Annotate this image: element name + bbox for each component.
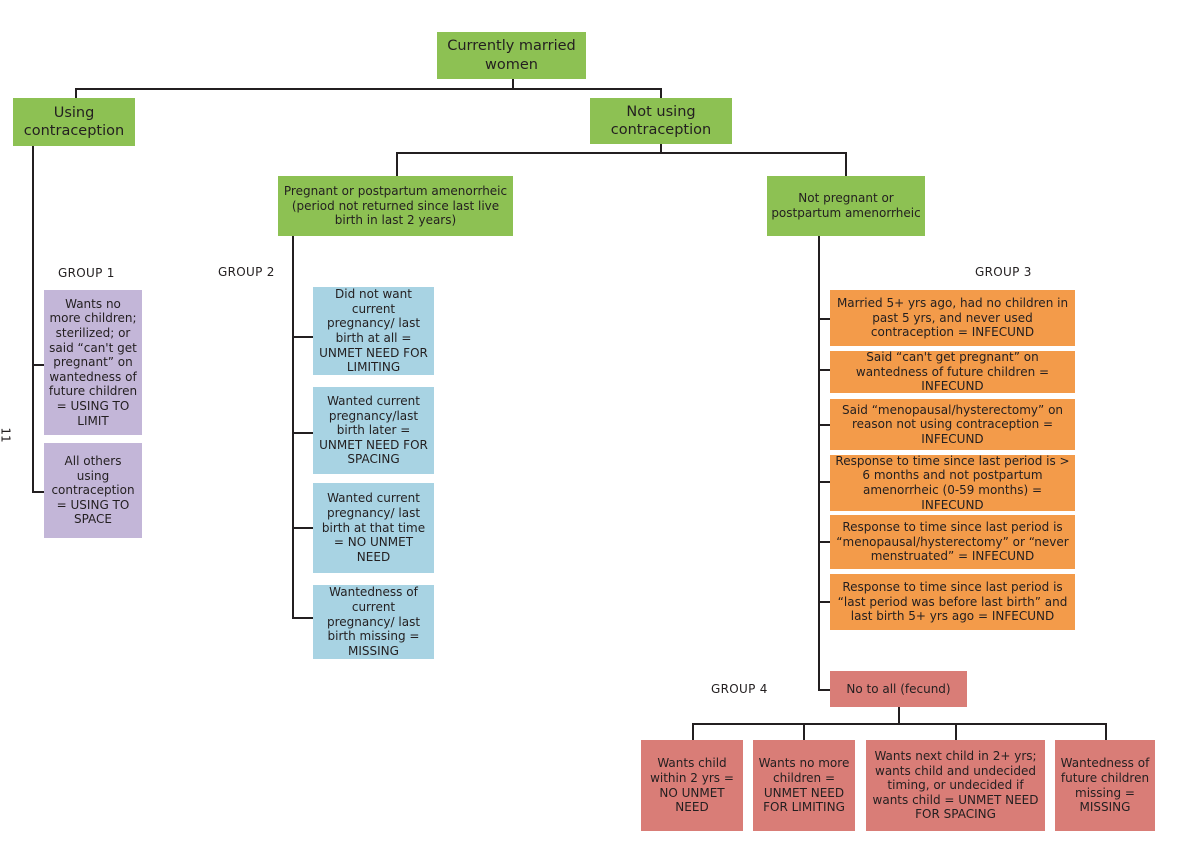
connector-line: [818, 481, 831, 483]
connector-line: [292, 236, 294, 618]
group1-using-to-limit: Wants no more children; sterilized; or s…: [44, 290, 142, 435]
connector-line: [692, 723, 1106, 725]
group3-infecund-last-birth: Response to time since last period is “l…: [830, 574, 1075, 630]
group2-missing: Wantedness of current pregnancy/ last bi…: [313, 585, 434, 659]
group2-no-unmet-need: Wanted current pregnancy/ last birth at …: [313, 483, 434, 573]
connector-line: [32, 491, 45, 493]
connector-line: [32, 146, 34, 492]
group4-unmet-limiting: Wants no more children = UNMET NEED FOR …: [753, 740, 855, 831]
group4-unmet-spacing: Wants next child in 2+ yrs; wants child …: [866, 740, 1045, 831]
group-2-label: GROUP 2: [218, 265, 275, 279]
group-4-label: GROUP 4: [711, 682, 768, 696]
page-number: 11: [0, 427, 13, 443]
group3-infecund-never-menstruated: Response to time since last period is “m…: [830, 515, 1075, 569]
fecund-node: No to all (fecund): [830, 671, 967, 707]
connector-line: [292, 432, 314, 434]
group3-infecund-period-6-months: Response to time since last period is > …: [830, 454, 1075, 512]
group3-infecund-no-children: Married 5+ yrs ago, had no children in p…: [830, 290, 1075, 346]
connector-line: [898, 707, 900, 724]
group1-using-to-space: All others using contraception = USING T…: [44, 443, 142, 538]
connector-line: [396, 152, 398, 176]
connector-line: [818, 369, 831, 371]
connector-line: [818, 541, 831, 543]
group4-missing: Wantedness of future children missing = …: [1055, 740, 1155, 831]
connector-line: [75, 88, 77, 98]
pregnant-node: Pregnant or postpartum amenorrheic (peri…: [278, 176, 513, 236]
connector-line: [803, 723, 805, 740]
group2-unmet-spacing: Wanted current pregnancy/last birth late…: [313, 387, 434, 474]
root-node: Currently married women: [437, 32, 586, 79]
connector-line: [660, 88, 662, 98]
connector-line: [75, 88, 661, 90]
connector-line: [660, 144, 662, 153]
group-3-label: GROUP 3: [975, 265, 1032, 279]
group-1-label: GROUP 1: [58, 266, 115, 280]
connector-line: [818, 236, 820, 690]
using-contraception-node: Using contraception: [13, 98, 135, 146]
not-using-contraception-node: Not using contraception: [590, 98, 732, 144]
group3-infecund-menopausal: Said “menopausal/hysterectomy” on reason…: [830, 399, 1075, 450]
not-pregnant-node: Not pregnant or postpartum amenorrheic: [767, 176, 925, 236]
connector-line: [955, 723, 957, 740]
connector-line: [292, 527, 314, 529]
connector-line: [1105, 723, 1107, 740]
connector-line: [396, 152, 846, 154]
connector-line: [692, 723, 694, 740]
connector-line: [292, 617, 314, 619]
connector-line: [818, 689, 831, 691]
connector-line: [818, 424, 831, 426]
connector-line: [818, 318, 831, 320]
connector-line: [512, 79, 514, 89]
connector-line: [32, 364, 45, 366]
connector-line: [292, 336, 314, 338]
group3-infecund-cant-get-pregnant: Said “can't get pregnant” on wantedness …: [830, 350, 1075, 393]
connector-line: [818, 601, 831, 603]
group2-unmet-limiting: Did not want current pregnancy/ last bir…: [313, 287, 434, 375]
connector-line: [845, 152, 847, 176]
group4-no-unmet-need: Wants child within 2 yrs = NO UNMET NEED: [641, 740, 743, 831]
